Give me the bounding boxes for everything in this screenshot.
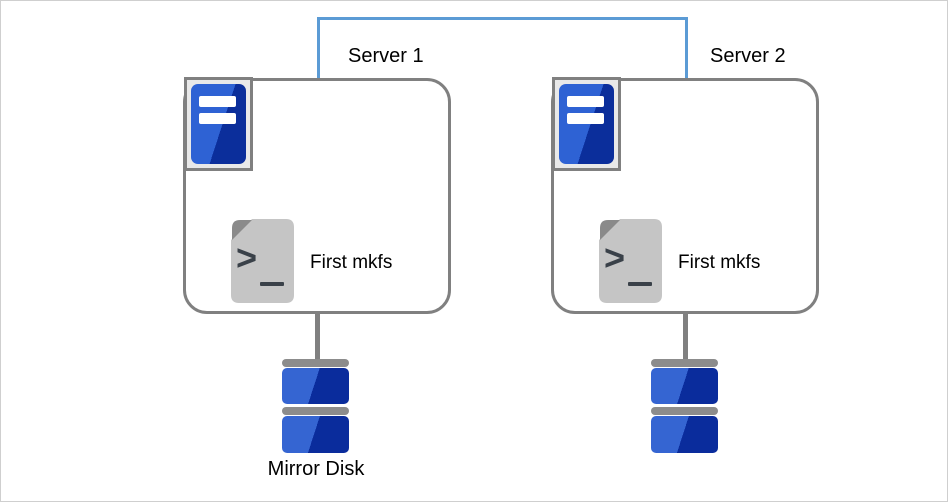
mirror-disk-icon (282, 416, 349, 453)
server2-disk-connector (683, 312, 688, 359)
mirror-disk-icon (282, 359, 349, 367)
server1-command-label: First mkfs (310, 252, 393, 273)
server-icon (552, 77, 621, 171)
server2-label: Server 2 (710, 45, 786, 67)
server2-command-label: First mkfs (678, 252, 761, 273)
mirror-disk-icon (282, 368, 349, 404)
server1-label: Server 1 (348, 45, 424, 67)
mirror-disk-icon (651, 416, 718, 453)
network-link-right (685, 17, 688, 78)
server-icon (184, 77, 253, 171)
mirror-disk-icon (651, 407, 718, 415)
terminal-script-icon: > (599, 219, 662, 303)
terminal-script-icon: > (231, 219, 294, 303)
mirror-disk-icon (282, 407, 349, 415)
server1-disk-connector (315, 312, 320, 359)
svg-text:>: > (604, 237, 625, 278)
server-icon-body (191, 84, 246, 164)
svg-text:>: > (236, 237, 257, 278)
server-icon-body (559, 84, 614, 164)
server-icon-slot (199, 113, 236, 124)
server-icon-slot (199, 96, 236, 107)
mirror-disk-label: Mirror Disk (267, 458, 365, 480)
server-icon-slot (567, 96, 604, 107)
server-icon-slot (567, 113, 604, 124)
network-link-left (317, 17, 320, 78)
network-link-horizontal (317, 17, 688, 20)
mirror-disk-icon (651, 368, 718, 404)
mirror-disk-icon (651, 359, 718, 367)
